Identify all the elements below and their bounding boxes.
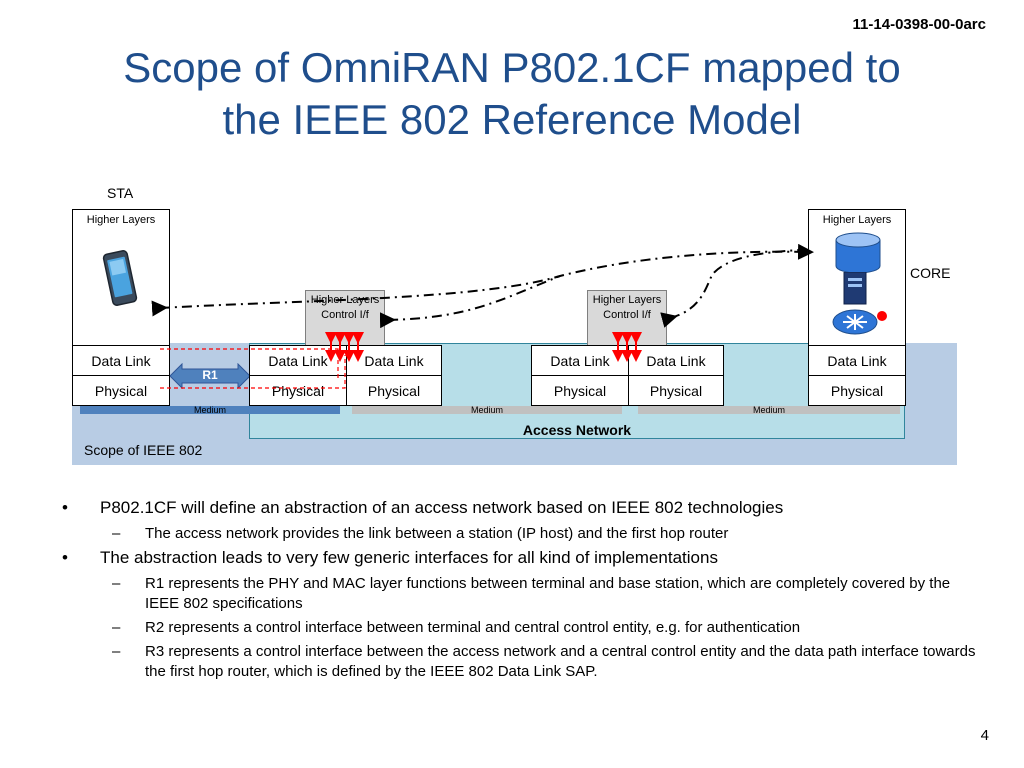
red-arrows-ap2 — [612, 332, 642, 362]
ap1-physical-right: Physical — [346, 375, 442, 406]
bullet-list: P802.1CF will define an abstraction of a… — [60, 498, 980, 686]
medium-bar-3: Medium — [638, 406, 900, 415]
bullet-2-sub-2: R2 represents a control interface betwee… — [60, 618, 980, 638]
page-number: 4 — [980, 727, 989, 744]
bullet-1-sub-1: The access network provides the link bet… — [60, 524, 980, 544]
sta-label: STA — [107, 185, 134, 201]
r1-label: R1 — [202, 368, 218, 382]
bullet-2-sub-3: R3 represents a control interface betwee… — [60, 642, 980, 682]
scope-label: Scope of IEEE 802 — [84, 442, 203, 458]
red-dashed-r1-line — [160, 355, 346, 389]
document-id: 11-14-0398-00-0arc — [852, 16, 986, 33]
r2-interface-line — [151, 243, 814, 317]
core-physical: Physical — [808, 375, 906, 406]
core-higher-layers-label: Higher Layers — [822, 214, 892, 226]
sta-physical: Physical — [72, 375, 170, 406]
core-label: CORE — [910, 265, 951, 281]
bullet-2: The abstraction leads to very few generi… — [60, 548, 980, 568]
ap2-physical-right: Physical — [628, 375, 724, 406]
access-network-label: Access Network — [522, 422, 632, 438]
ap2-data-link-right: Data Link — [628, 345, 724, 376]
bullet-1: P802.1CF will define an abstraction of a… — [60, 498, 980, 518]
r1-double-arrow — [170, 363, 250, 389]
bullet-2-sub-1: R1 represents the PHY and MAC layer func… — [60, 574, 980, 614]
core-data-link: Data Link — [808, 345, 906, 376]
red-arrows-ap1 — [325, 332, 364, 362]
r3-interface-line-1 — [379, 275, 561, 329]
title-line-2: the IEEE 802 Reference Model — [222, 96, 802, 143]
router-server-icon — [832, 272, 887, 335]
ap2-physical-left: Physical — [531, 375, 629, 406]
title-line-1: Scope of OmniRAN P802.1CF mapped to — [123, 44, 901, 91]
smartphone-icon — [102, 250, 138, 306]
r3-interface-line-2 — [660, 249, 801, 328]
medium-bar-1: Medium — [80, 406, 340, 415]
red-dashed-r2-line — [160, 348, 339, 380]
ap1-physical-left: Physical — [249, 375, 347, 406]
sta-data-link: Data Link — [72, 345, 170, 376]
medium-bar-2: Medium — [352, 406, 622, 415]
page-title: Scope of OmniRAN P802.1CF mapped to the … — [0, 42, 1024, 146]
sta-higher-layers-label: Higher Layers — [86, 214, 156, 226]
